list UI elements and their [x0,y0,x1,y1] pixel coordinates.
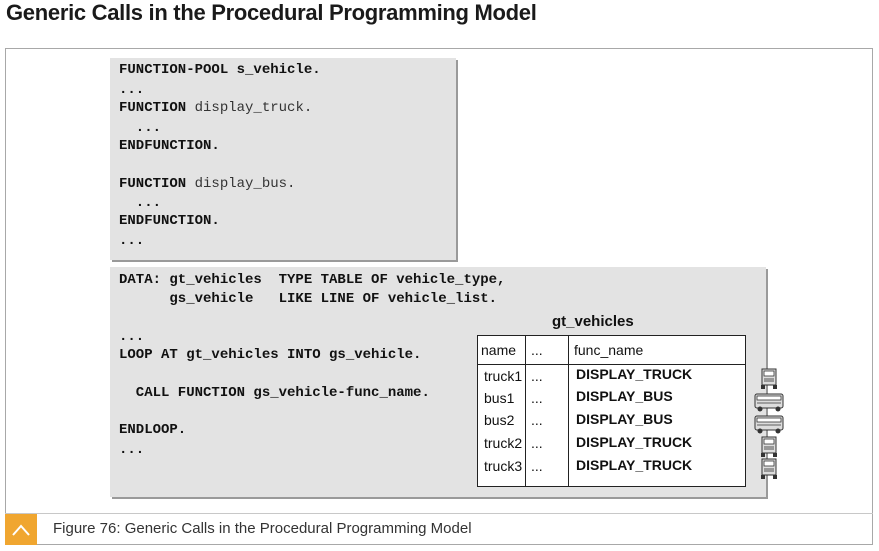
code-line: ENDFUNCTION. [119,213,220,229]
header-mid: ... [531,342,543,358]
row-mid: ... [531,458,543,474]
code-keyword: FUNCTION [119,176,195,192]
row-func: DISPLAY_TRUCK [576,434,693,450]
code-line: ... [119,329,145,345]
column-divider [525,336,526,486]
row-name: bus1 [484,390,515,406]
row-func: DISPLAY_TRUCK [576,366,693,382]
code-line: ENDFUNCTION. [119,138,220,154]
table-header [478,336,745,365]
code-function-name: display_bus. [194,176,296,192]
page-title: Generic Calls in the Procedural Programm… [6,0,537,25]
vehicles-table: name ... func_name truck1 ... DISPLAY_TR… [477,335,746,487]
row-mid: ... [531,390,543,406]
row-mid: ... [531,412,543,428]
figure-caption-bar: Figure 76: Generic Calls in the Procedur… [5,513,873,545]
row-func: DISPLAY_TRUCK [576,457,693,473]
row-name: truck1 [484,368,523,384]
table-title: gt_vehicles [552,313,634,330]
code-line: ... [119,82,145,98]
code-keyword: FUNCTION [119,100,195,116]
code-line: LOOP AT gt_vehicles INTO gs_vehicle. [119,347,422,363]
code-line: gs_vehicle LIKE LINE OF vehicle_list. [119,291,498,307]
code-line: ENDLOOP. [119,422,187,438]
header-func-name: func_name [574,342,644,358]
code-line: FUNCTION display_bus. [119,175,295,193]
code-line: ... [119,195,162,211]
column-divider [568,336,569,486]
code-line: ... [119,120,162,136]
truck-icon [761,458,777,479]
header-name: name [481,342,517,358]
row-mid: ... [531,368,543,384]
chevron-up-icon [12,524,30,536]
bus-icon [754,415,784,434]
row-func: DISPLAY_BUS [576,388,673,404]
function-pool-code-box [110,58,456,260]
code-function-name: display_truck. [194,100,313,116]
figure-caption: Figure 76: Generic Calls in the Procedur… [53,520,472,537]
bus-icon [754,393,784,412]
row-name: truck2 [484,435,523,451]
row-func: DISPLAY_BUS [576,411,673,427]
row-name: bus2 [484,412,515,428]
code-line: FUNCTION display_truck. [119,99,312,117]
code-line: DATA: gt_vehicles TYPE TABLE OF vehicle_… [119,272,506,288]
row-name: truck3 [484,458,523,474]
code-line: ... [119,442,145,458]
truck-icon [761,436,777,457]
collapse-toggle[interactable] [5,514,37,545]
row-mid: ... [531,435,543,451]
code-line: FUNCTION-POOL s_vehicle. [119,62,321,78]
code-line: ... [119,233,145,249]
truck-icon [761,368,777,389]
code-line: CALL FUNCTION gs_vehicle-func_name. [119,385,430,401]
